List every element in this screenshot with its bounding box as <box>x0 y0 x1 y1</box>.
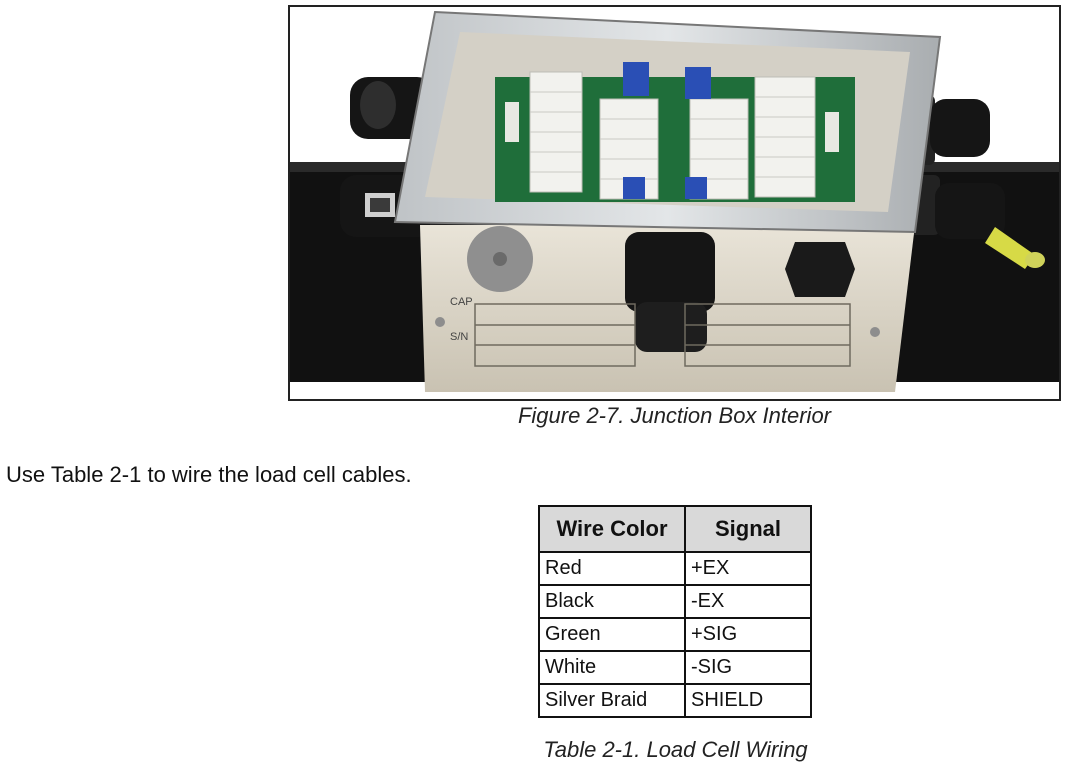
header-signal: Signal <box>684 505 812 553</box>
center-cable-gland <box>625 232 715 352</box>
label-plate <box>474 303 851 367</box>
table-row: Silver Braid SHIELD <box>538 683 812 718</box>
cell-signal: -SIG <box>684 650 812 685</box>
screw-right <box>870 327 880 337</box>
table-row: Black -EX <box>538 584 812 619</box>
label-sn: S/N <box>450 331 468 343</box>
load-cell-wiring-table: Wire Color Signal Red +EX Black -EX Gree… <box>538 505 812 718</box>
cell-signal: -EX <box>684 584 812 619</box>
cell-signal: +EX <box>684 551 812 586</box>
table-row: Green +SIG <box>538 617 812 652</box>
table-row: White -SIG <box>538 650 812 685</box>
cell-wire-color: Silver Braid <box>538 683 686 718</box>
header-wire-color: Wire Color <box>538 505 686 553</box>
body-paragraph: Use Table 2-1 to wire the load cell cabl… <box>6 462 412 487</box>
table-row: Red +EX <box>538 551 812 586</box>
junction-box-photo: CAP S/N <box>290 10 1059 392</box>
table-caption: Table 2-1. Load Cell Wiring <box>543 737 808 762</box>
screw-left <box>435 317 445 327</box>
label-cap: CAP <box>450 296 473 308</box>
trim-potentiometers <box>623 62 711 199</box>
cell-signal: +SIG <box>684 617 812 652</box>
figure-caption: Figure 2-7. Junction Box Interior <box>517 403 832 428</box>
junction-box-figure: CAP S/N <box>288 5 1061 401</box>
cell-wire-color: Red <box>538 551 686 586</box>
cell-wire-color: Green <box>538 617 686 652</box>
cell-wire-color: Black <box>538 584 686 619</box>
table-header-row: Wire Color Signal <box>538 505 812 553</box>
gland-nut-right <box>785 242 855 297</box>
cell-wire-color: White <box>538 650 686 685</box>
cell-signal: SHIELD <box>684 683 812 718</box>
